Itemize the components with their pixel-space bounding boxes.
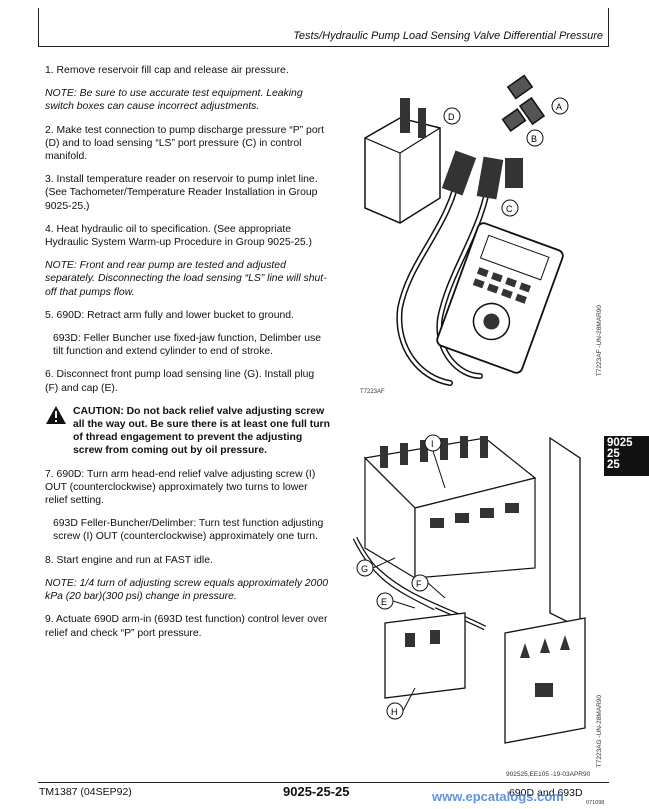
figure1-code: T7223AF -UN-28MAR90 (596, 305, 603, 377)
footer-date: 071098 (586, 800, 605, 806)
label-h: H (391, 707, 398, 717)
step-3: 3. Install temperature reader on reservo… (45, 174, 318, 212)
procedure-text: 1. Remove reservoir fill cap and release… (45, 64, 330, 650)
svg-text:T7223AF: T7223AF (360, 389, 385, 395)
step-8: 8. Start engine and run at FAST idle. (45, 554, 213, 566)
step-2: 2. Make test connection to pump discharg… (45, 124, 324, 163)
footer-rule (38, 782, 609, 783)
footer-page-number: 9025-25-25 (283, 784, 350, 799)
footer-manual-id: TM1387 (04SEP92) (39, 786, 132, 798)
footer-model: 690D and 693D (509, 787, 583, 799)
step-7: 7. 690D: Turn arm head-end relief valve … (45, 468, 316, 507)
step-4: 4. Heat hydraulic oil to specification. … (45, 223, 312, 249)
note-1: NOTE: Be sure to use accurate test equip… (45, 88, 303, 113)
header-rule (38, 46, 609, 47)
section-tab: 9025 25 25 (604, 436, 649, 476)
label-b: B (531, 134, 537, 144)
label-f: F (416, 579, 422, 589)
step-1: 1. Remove reservoir fill cap and release… (45, 65, 289, 76)
label-c: C (506, 204, 513, 214)
frame-left-rule (38, 8, 39, 46)
warning-triangle-icon (46, 405, 66, 424)
label-d: D (448, 112, 455, 122)
control-valve-illustration: I G F E H (335, 418, 593, 763)
label-a: A (556, 102, 562, 112)
step-7-693d: 693D Feller-Buncher/Delimber: Turn test … (53, 518, 324, 543)
page-title: Tests/Hydraulic Pump Load Sensing Valve … (293, 30, 603, 42)
note-3: NOTE: 1/4 turn of adjusting screw equals… (45, 577, 329, 603)
step-5-693d: 693D: Feller Buncher use fixed-jaw funct… (53, 333, 321, 358)
watermark-link[interactable]: www.epcatalogs.com (432, 789, 564, 804)
test-connection-illustration: A B D C T7223AF (340, 58, 590, 396)
label-e: E (381, 597, 387, 607)
caution-block: CAUTION: Do not back relief valve adjust… (45, 405, 330, 458)
step-6: 6. Disconnect front pump load sensing li… (45, 369, 315, 394)
figure2-code: T7223AG -UN-28MAR90 (596, 695, 603, 768)
footer-reference-code: 902525,EE105 -19-03APR90 (506, 771, 591, 778)
label-g: G (361, 564, 368, 574)
note-2: NOTE: Front and rear pump are tested and… (45, 260, 327, 298)
frame-right-rule (608, 8, 609, 46)
caution-text: CAUTION: Do not back relief valve adjust… (73, 405, 330, 457)
label-i: I (431, 439, 434, 449)
step-9: 9. Actuate 690D arm-in (693D test functi… (45, 614, 328, 639)
step-5: 5. 690D: Retract arm fully and lower buc… (45, 309, 294, 321)
